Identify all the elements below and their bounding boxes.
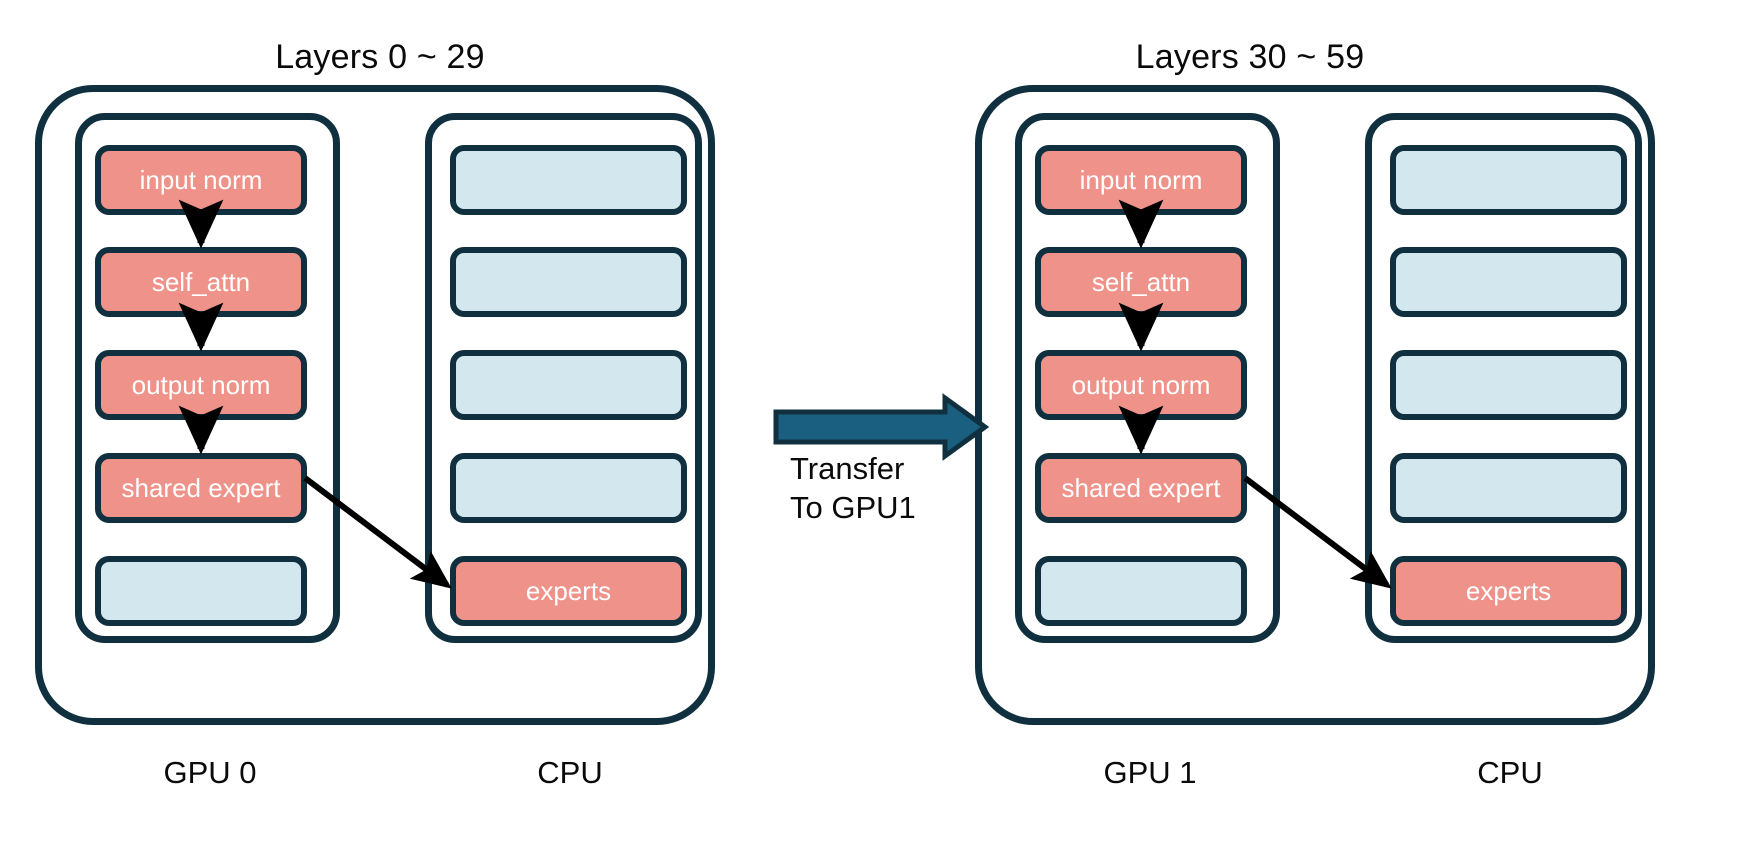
block-gpu0-shared-expert[interactable]: shared expert <box>95 453 307 523</box>
block-cpu0-slot-3[interactable] <box>450 350 687 420</box>
block-cpu0-slot-2[interactable] <box>450 247 687 317</box>
device-label-gpu1: GPU 1 <box>1103 755 1197 790</box>
block-cpu1-slot-2[interactable] <box>1390 247 1627 317</box>
block-cpu0-experts[interactable]: experts <box>450 556 687 626</box>
block-gpu0-input-norm[interactable]: input norm <box>95 145 307 215</box>
block-gpu0-self-attn[interactable]: self_attn <box>95 247 307 317</box>
block-gpu0-empty-slot[interactable] <box>95 556 307 626</box>
transfer-block-arrow <box>773 393 990 461</box>
device-label-gpu0: GPU 0 <box>163 755 257 790</box>
block-gpu1-output-norm[interactable]: output norm <box>1035 350 1247 420</box>
block-cpu1-experts[interactable]: experts <box>1390 556 1627 626</box>
transfer-label-line1: Transfer <box>790 451 905 486</box>
block-cpu1-slot-1[interactable] <box>1390 145 1627 215</box>
block-gpu1-empty-slot[interactable] <box>1035 556 1247 626</box>
group-title-left: Layers 0 ~ 29 <box>275 38 485 76</box>
block-cpu1-slot-3[interactable] <box>1390 350 1627 420</box>
transfer-label-line2: To GPU1 <box>790 489 916 525</box>
block-cpu0-slot-4[interactable] <box>450 453 687 523</box>
block-cpu1-slot-4[interactable] <box>1390 453 1627 523</box>
block-gpu1-shared-expert[interactable]: shared expert <box>1035 453 1247 523</box>
device-label-cpu1: CPU <box>1477 755 1543 790</box>
group-title-right: Layers 30 ~ 59 <box>1135 38 1365 76</box>
block-gpu1-self-attn[interactable]: self_attn <box>1035 247 1247 317</box>
block-gpu1-input-norm[interactable]: input norm <box>1035 145 1247 215</box>
device-label-cpu0: CPU <box>537 755 603 790</box>
block-cpu0-slot-1[interactable] <box>450 145 687 215</box>
transfer-label: Transfer To GPU1 <box>790 450 916 528</box>
block-gpu0-output-norm[interactable]: output norm <box>95 350 307 420</box>
